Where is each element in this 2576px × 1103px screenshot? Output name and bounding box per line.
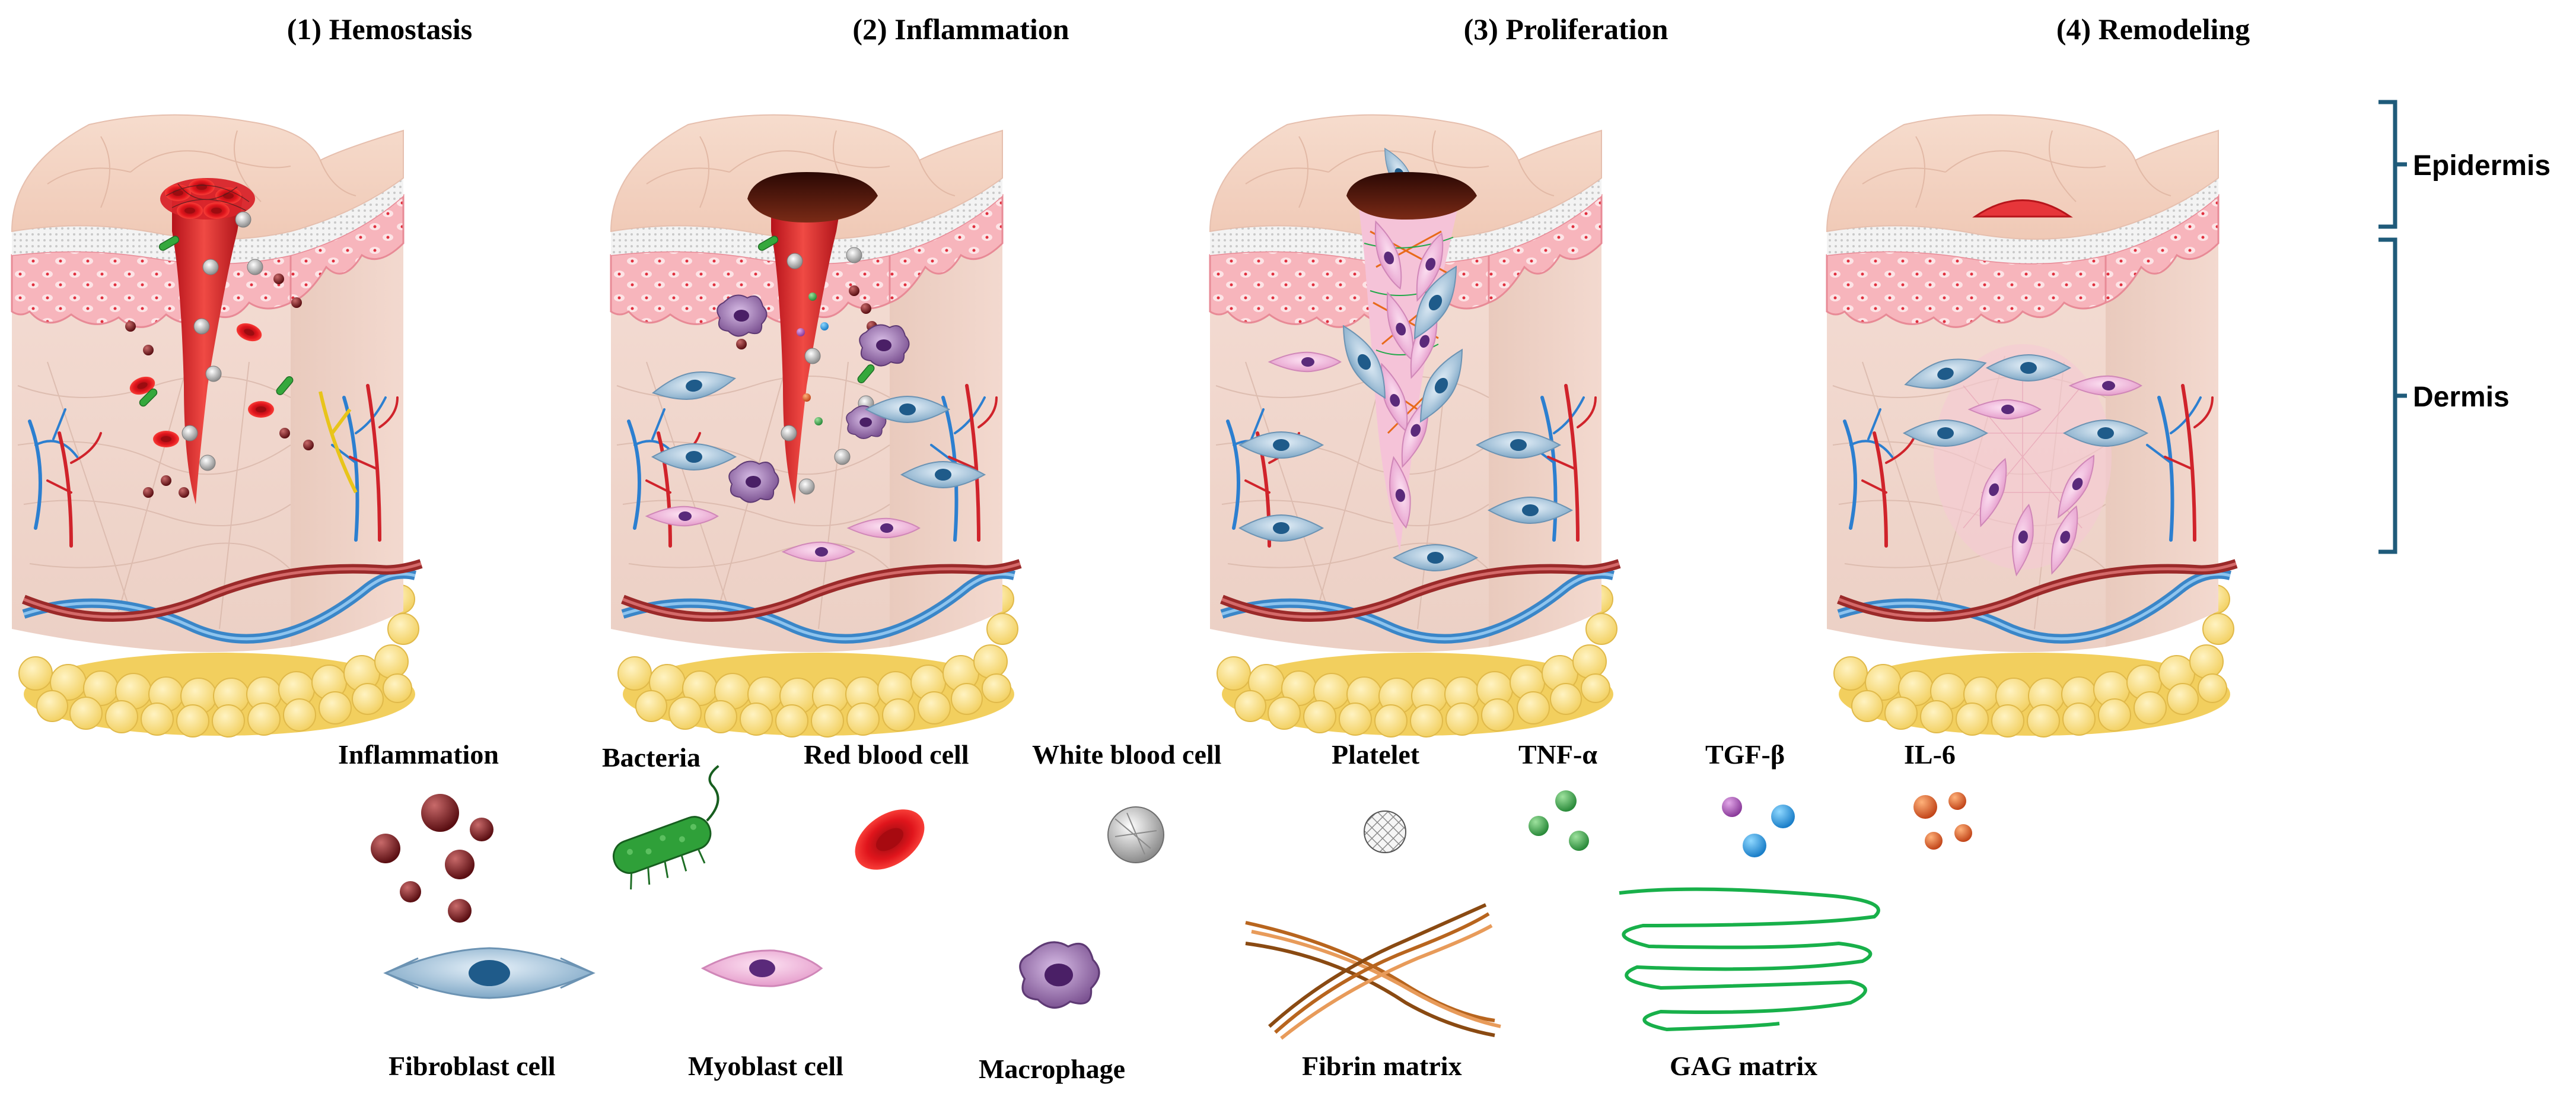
legend-label-myoblast: Myoblast cell — [688, 1051, 843, 1081]
legend-label-white-blood-cell: White blood cell — [1032, 739, 1222, 770]
legend-label-fibrin-matrix: Fibrin matrix — [1302, 1051, 1462, 1081]
legend-label-red-blood-cell: Red blood cell — [804, 739, 969, 770]
legend-platelet-icon — [1364, 810, 1406, 853]
stage-block-remodeling — [1827, 115, 2236, 737]
dermis-label: Dermis — [2413, 382, 2510, 413]
legend-label-platelet: Platelet — [1332, 739, 1420, 770]
legend-label-tnf: TNF-α — [1518, 739, 1597, 770]
legend-bacteria-icon — [612, 765, 719, 890]
epidermis-label: Epidermis — [2413, 150, 2551, 182]
stage-title-proliferation: (3) Proliferation — [1463, 12, 1668, 46]
dermis-bracket — [2378, 237, 2407, 554]
legend-label-gag-matrix: GAG matrix — [1670, 1051, 1818, 1081]
legend-gag-matrix-icon — [1619, 887, 1880, 1032]
stage-block-proliferation — [1210, 115, 1619, 737]
legend-fibrin-matrix-icon — [1245, 903, 1501, 1040]
legend-il6-icon — [1913, 792, 1972, 850]
legend-label-fibroblast: Fibroblast cell — [389, 1051, 556, 1081]
stage-block-inflammation — [611, 115, 1020, 737]
legend-inflammation-icon — [371, 794, 493, 923]
epidermis-bracket — [2378, 100, 2407, 229]
legend-tgf-icon — [1722, 797, 1795, 857]
legend-label-tgf: TGF-β — [1705, 739, 1785, 770]
legend-tnf-icon — [1529, 790, 1589, 851]
legend-label-il6: IL-6 — [1904, 739, 1956, 770]
stage-title-hemostasis: (1) Hemostasis — [286, 12, 473, 46]
stage-block-hemostasis — [12, 115, 421, 737]
stage-title-remodeling: (4) Remodeling — [2056, 12, 2250, 46]
legend-white-blood-cell-icon — [1107, 806, 1164, 863]
legend-red-blood-cell-icon — [855, 809, 925, 870]
legend-label-bacteria: Bacteria — [602, 742, 701, 773]
legend-macrophage-icon — [1019, 941, 1100, 1009]
stage-title-inflammation: (2) Inflammation — [852, 12, 1069, 46]
legend-label-macrophage: Macrophage — [979, 1054, 1126, 1084]
legend-fibroblast-icon — [383, 947, 596, 999]
legend-label-inflammation: Inflammation — [338, 739, 499, 770]
legend-myoblast-icon — [700, 949, 823, 987]
